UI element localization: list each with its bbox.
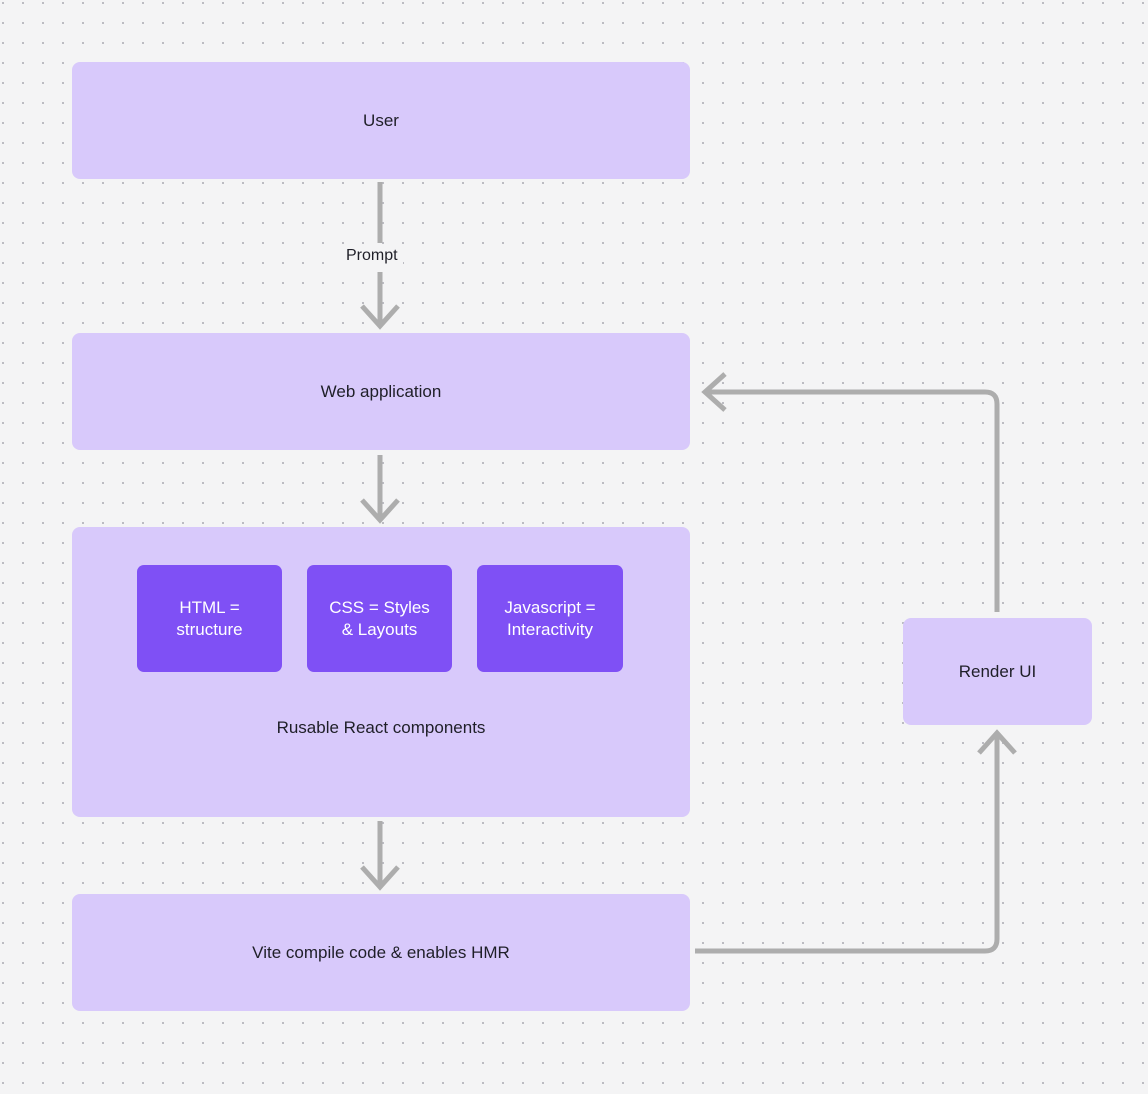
arrowhead-components-to-vite <box>360 865 400 891</box>
node-user[interactable]: User <box>72 62 690 179</box>
node-html-line2: structure <box>176 619 243 639</box>
node-html-label: HTML = structure <box>176 597 242 640</box>
node-web-application[interactable]: Web application <box>72 333 690 450</box>
node-javascript-label: Javascript = Interactivity <box>504 597 595 640</box>
components-group-caption: Rusable React components <box>276 718 486 737</box>
arrowhead-webapp-to-components <box>360 498 400 524</box>
edge-render-to-webapp <box>707 389 1000 612</box>
node-css[interactable]: CSS = Styles & Layouts <box>307 565 452 672</box>
arrowhead-render-to-webapp <box>701 372 727 412</box>
edge-label-prompt[interactable]: Prompt <box>341 246 403 266</box>
node-javascript-line2: Interactivity <box>507 619 593 639</box>
node-css-label: CSS = Styles & Layouts <box>329 597 430 640</box>
node-web-application-label: Web application <box>320 381 442 401</box>
node-render-ui-label: Render UI <box>958 661 1037 681</box>
node-vite-label: Vite compile code & enables HMR <box>252 942 510 962</box>
node-render-ui[interactable]: Render UI <box>903 618 1092 725</box>
node-css-line2: & Layouts <box>341 619 418 639</box>
node-html[interactable]: HTML = structure <box>137 565 282 672</box>
node-html-line1: HTML = <box>179 598 240 618</box>
node-javascript[interactable]: Javascript = Interactivity <box>477 565 623 672</box>
arrowhead-prompt-to-webapp <box>360 304 400 330</box>
node-user-label: User <box>363 110 399 130</box>
edge-vite-to-render <box>695 735 1000 954</box>
node-javascript-line1: Javascript = <box>504 598 596 618</box>
arrowhead-vite-to-render <box>977 729 1017 755</box>
node-css-line1: CSS = Styles <box>329 598 430 618</box>
node-vite[interactable]: Vite compile code & enables HMR <box>72 894 690 1011</box>
